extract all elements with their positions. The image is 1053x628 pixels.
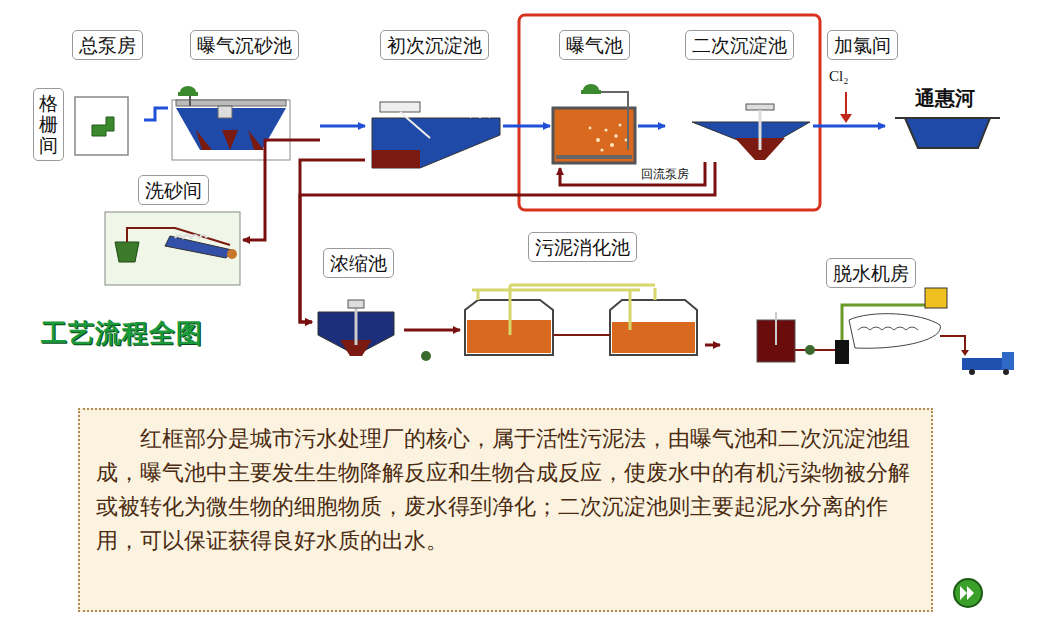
process-unit: 浓缩池 [312,248,404,363]
river-name: 通惠河 [885,85,1005,112]
process-unit: 曝气沉砂池 [168,30,320,162]
annotation: Cl₂ [828,68,849,85]
sludge-flow-line [560,162,705,185]
process-unit: 二次沉淀池 [665,30,813,162]
sludge-flow-line [243,140,320,240]
annotation: 回流泵房 [640,166,690,183]
unit-label: 二次沉淀池 [685,30,794,60]
sludge-flow-line [705,344,720,347]
water-flow-line [320,125,365,128]
water-flow-line [503,125,550,128]
caption-text: 红框部分是城市污水处理厂的核心，属于活性污泥法，由曝气池和二次沉淀池组成，曝气池… [96,422,915,558]
river-node: 通惠河 [885,85,1005,155]
process-unit: 加氯间 [818,30,906,64]
process-unit: 洗砂间 [103,175,243,287]
unit-label: 曝气池 [559,30,630,60]
unit-label: 格栅间 [33,88,64,161]
sludge-flow-line [404,329,460,332]
caption-box: 红框部分是城市污水处理厂的核心，属于活性污泥法，由曝气池和二次沉淀池组成，曝气池… [78,408,933,612]
water-flow-line [638,125,665,128]
process-unit: 污泥消化池 [460,232,705,364]
unit-label: 初次沉淀池 [380,30,489,60]
unit-label: 污泥消化池 [528,232,637,262]
sludge-flow-line [300,162,715,322]
unit-label: 浓缩池 [323,248,394,278]
unit-label: 总泵房 [72,30,143,60]
unit-label: 脱水机房 [826,258,916,288]
process-unit: 总泵房 [70,30,144,160]
diagram-title-label: 工艺流程全图 [40,316,204,351]
process-unit: 脱水机房 [720,258,1022,378]
unit-label: 曝气沉砂池 [190,30,299,60]
unit-label: 加氯间 [827,30,898,60]
process-unit: 格栅间 [32,88,64,184]
water-flow-line [813,125,885,128]
water-flow-line [144,108,168,120]
sludge-flow-line [300,160,365,322]
process-unit: 曝气池 [550,30,638,168]
process-unit: 初次沉淀池 [365,30,503,172]
unit-label: 洗砂间 [138,175,209,205]
